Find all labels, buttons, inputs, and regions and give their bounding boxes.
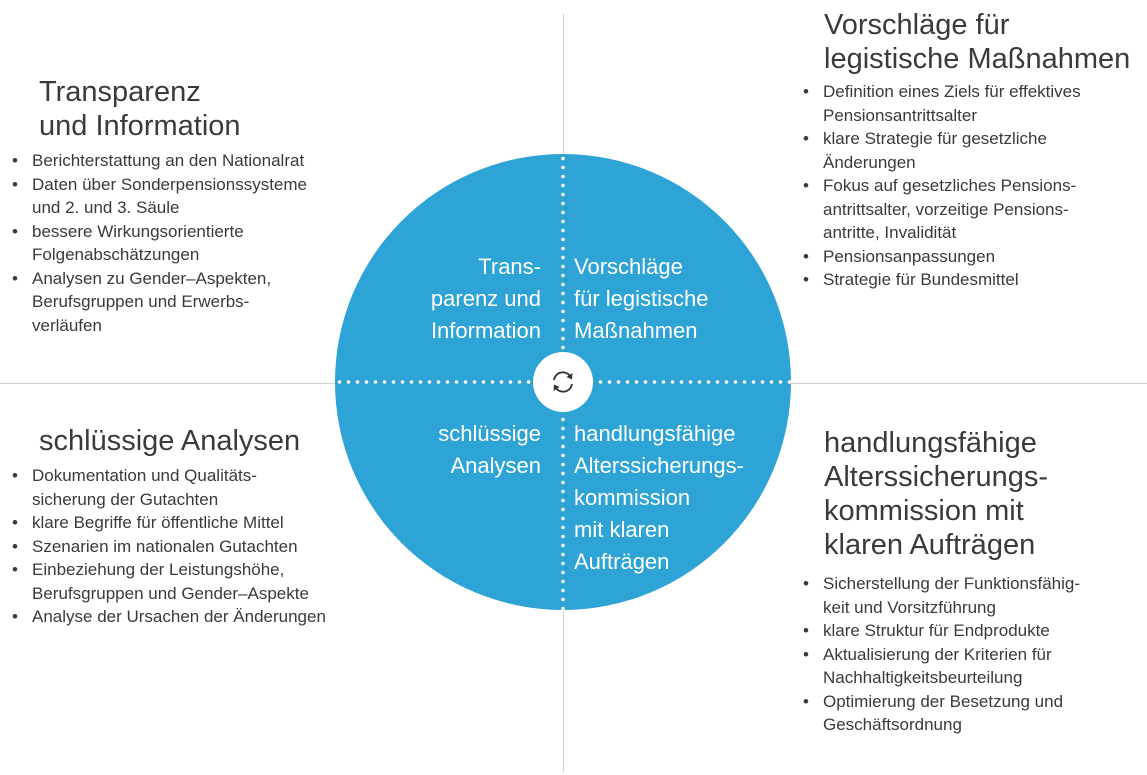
quadrant-legislative-proposals: Vorschläge für legistische Maßnahmen Def… (797, 8, 1130, 292)
list-item-line: Strategie für Bundesmittel (823, 270, 1019, 289)
list-item-line: Einbeziehung der Leistungshöhe, (32, 560, 285, 579)
circle-label-top-left: Trans- parenz und Information (431, 251, 541, 347)
list-item-line: bessere Wirkungsorientierte (32, 221, 244, 241)
list-item-line: Pensionsanpassungen (823, 246, 996, 266)
list-item-line: Geschäftsordnung (823, 715, 962, 734)
list-item-line: Dokumentation und Qualitäts- (32, 466, 257, 485)
quadrant-analyses: schlüssige Analysen Dokumentation und Qu… (6, 424, 326, 629)
circle-label-line: für legistische (574, 286, 709, 311)
list-item: Dokumentation und Qualitäts- sicherung d… (6, 464, 326, 511)
title-line: Alterssicherungs- (824, 461, 1049, 493)
list-item: Sicherstellung der Funktionsfähig- keit … (797, 572, 1080, 619)
list-item-line: sicherung der Gutachten (32, 489, 219, 509)
circle-label-line: Analysen (450, 453, 541, 478)
circle-label-line: handlungsfähige (574, 421, 736, 446)
list-item-line: Folgenabschätzungen (32, 245, 200, 264)
list-item: Szenarien im nationalen Gutachten (6, 535, 326, 559)
quadrant-title: Transparenz und Information (39, 75, 307, 143)
list-item-line: Daten über Sonderpensionssysteme (32, 174, 307, 194)
list-item-line: antritte, Invalidität (823, 223, 957, 242)
refresh-cycle-icon (553, 371, 573, 393)
list-item: Fokus auf gesetzliches Pensions- antritt… (797, 174, 1130, 245)
circle-label-line: Vorschläge (574, 254, 683, 279)
circle-label-line: parenz und (430, 286, 541, 311)
quadrant-transparency: Transparenz und Information Berichtersta… (6, 75, 307, 337)
list-item: Optimierung der Besetzung und Geschäftso… (797, 690, 1080, 737)
list-item-line: klare Struktur für Endprodukte (823, 621, 1050, 640)
list-item-line: Sicherstellung der Funktionsfähig- (823, 574, 1081, 593)
list-item: bessere Wirkungsorientierte Folgenabschä… (6, 220, 307, 267)
list-item-line: Fokus auf gesetzliches Pensions- (823, 176, 1077, 195)
title-line: kommission mit (824, 495, 1024, 527)
list-item-line: klare Strategie für gesetzliche (823, 129, 1047, 148)
list-item: Aktualisierung der Kriterien für Nachhal… (797, 643, 1080, 690)
bullet-list: Berichterstattung an den Nationalrat Dat… (6, 149, 307, 337)
quadrant-title: Vorschläge für legistische Maßnahmen (824, 8, 1130, 76)
list-item-line: Berufsgruppen und Gender–Aspekte (32, 583, 309, 603)
title-line: Transparenz (39, 76, 201, 108)
list-item: Definition eines Ziels für effektives Pe… (797, 80, 1130, 127)
title-line: schlüssige Analysen (39, 425, 301, 457)
list-item-line: Nachhaltigkeitsbeurteilung (823, 668, 1023, 687)
title-line: legistische Maßnahmen (824, 43, 1131, 75)
circle-label-line: Trans- (478, 254, 541, 279)
title-line: und Information (39, 110, 241, 142)
list-item: Berichterstattung an den Nationalrat (6, 149, 307, 173)
list-item: Strategie für Bundesmittel (797, 268, 1130, 292)
list-item-line: antrittsalter, vorzeitige Pensions- (823, 199, 1069, 219)
bullet-list: Sicherstellung der Funktionsfähig- keit … (797, 572, 1080, 737)
circle-label-line: Maßnahmen (574, 318, 698, 343)
list-item-line: Berufsgruppen und Erwerbs- (32, 292, 250, 311)
quadrant-title: schlüssige Analysen (39, 424, 326, 458)
list-item-line: Analysen zu Gender–Aspekten, (32, 268, 272, 288)
quadrant-title: handlungsfähige Alterssicherungs- kommis… (824, 426, 1080, 562)
list-item-line: Szenarien im nationalen Gutachten (32, 536, 298, 556)
list-item-line: Pensionsantrittsalter (823, 105, 978, 125)
circle-label-line: mit klaren (574, 517, 670, 542)
circle-label-line: Aufträgen (574, 549, 670, 574)
list-item-line: keit und Vorsitzführung (823, 597, 996, 617)
list-item: klare Strategie für gesetzliche Änderung… (797, 127, 1130, 174)
circle-label-line: schlüssige (438, 421, 541, 446)
title-line: handlungsfähige (824, 427, 1037, 459)
list-item-line: Änderungen (823, 152, 916, 172)
circle-label-top-right: Vorschläge für legistische Maßnahmen (574, 251, 709, 347)
circle-label-bottom-left: schlüssige Analysen (438, 418, 541, 482)
list-item: Analyse der Ursachen der Änderungen (6, 605, 326, 629)
list-item: Analysen zu Gender–Aspekten, Berufsgrupp… (6, 267, 307, 338)
quadrant-commission: handlungsfähige Alterssicherungs- kommis… (797, 426, 1080, 737)
list-item: Einbeziehung der Leistungshöhe, Berufsgr… (6, 558, 326, 605)
list-item-line: klare Begriffe für öffentliche Mittel (32, 513, 284, 532)
list-item-line: verläufen (32, 315, 102, 335)
list-item-line: Aktualisierung der Kriterien für (823, 644, 1052, 664)
list-item-line: Berichterstattung an den Nationalrat (32, 151, 305, 170)
center-badge (533, 352, 593, 412)
list-item: klare Struktur für Endprodukte (797, 619, 1080, 643)
circle-label-line: Alterssicherungs- (574, 453, 744, 478)
list-item-line: und 2. und 3. Säule (32, 198, 180, 217)
list-item-line: Optimierung der Besetzung und (823, 691, 1064, 711)
title-line: klaren Aufträgen (824, 529, 1036, 561)
list-item: Pensionsanpassungen (797, 245, 1130, 269)
bullet-list: Definition eines Ziels für effektives Pe… (797, 80, 1130, 292)
central-circle: Trans- parenz und Information Vorschläge… (335, 154, 791, 610)
circle-label-line: Information (430, 318, 541, 343)
bullet-list: Dokumentation und Qualitäts- sicherung d… (6, 464, 326, 629)
list-item-line: Analyse der Ursachen der Änderungen (32, 607, 326, 626)
list-item-line: Definition eines Ziels für effektives (823, 82, 1081, 101)
list-item: Daten über Sonderpensionssysteme und 2. … (6, 173, 307, 220)
list-item: klare Begriffe für öffentliche Mittel (6, 511, 326, 535)
title-line: Vorschläge für (824, 9, 1010, 41)
circle-label-line: kommission (574, 485, 691, 510)
circle-label-bottom-right: handlungsfähige Alterssicherungs- kommis… (574, 418, 744, 578)
